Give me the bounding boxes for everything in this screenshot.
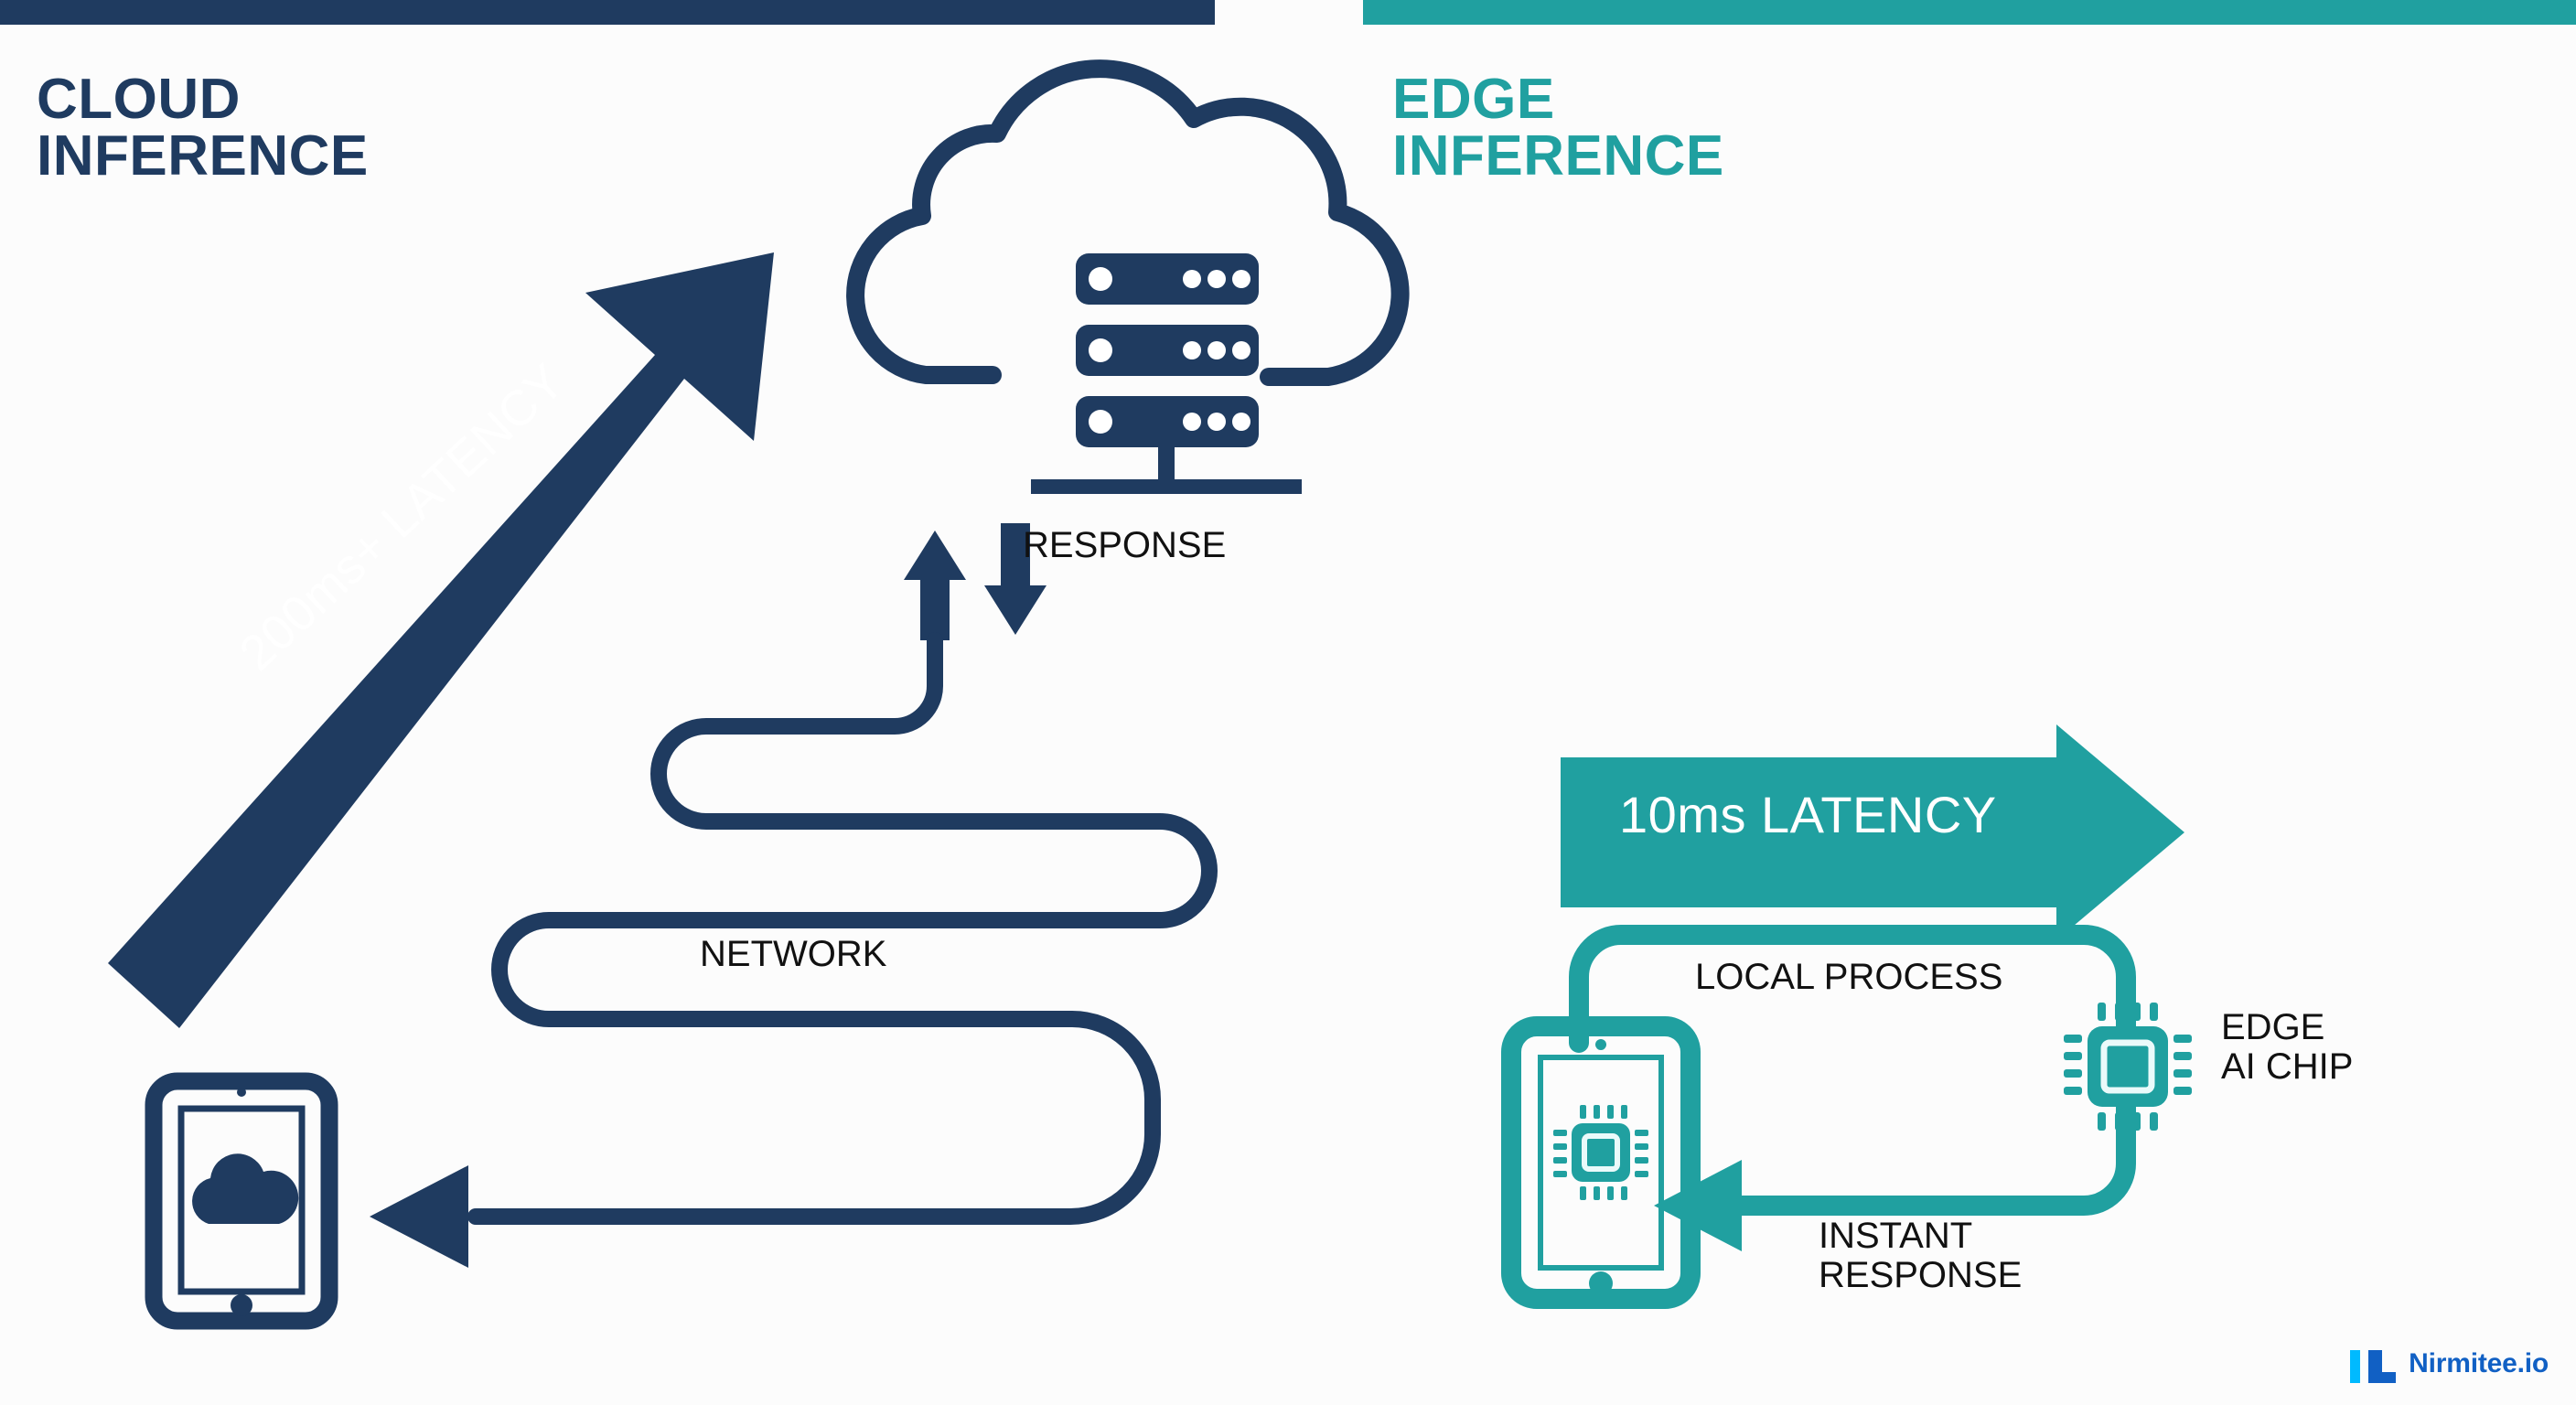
edge-panel-title: EDGE INFERENCE: [1392, 68, 1724, 188]
server-racks-icon: [1031, 253, 1302, 494]
cloud-latency-arrow-label: 200ms+ LATENCY: [229, 353, 575, 681]
edge-ai-chip-label: EDGE AI CHIP: [2221, 1007, 2354, 1088]
cloud-server-icon: [846, 59, 1410, 386]
network-label: NETWORK: [700, 934, 887, 974]
network-serpentine-path: [467, 632, 1218, 1225]
cloud-panel-accent-bar: [0, 0, 1215, 25]
nirmitee-logo-icon: [2350, 1350, 2397, 1383]
cloud-latency-arrow: [108, 252, 774, 1028]
brand-logo: Nirmitee.io: [2350, 1345, 2549, 1383]
tablet-with-chip-icon: [1501, 1016, 1701, 1309]
instant-response-label: INSTANT RESPONSE: [1819, 1216, 2023, 1296]
tablet-with-cloud-icon: [145, 1072, 338, 1330]
edge-ai-chip-icon: [2064, 1003, 2192, 1131]
brand-name: Nirmitee.io: [2409, 1348, 2549, 1378]
network-arrowhead-icon: [370, 1165, 468, 1268]
response-label: RESPONSE: [1023, 525, 1227, 565]
cloud-panel-title: CLOUD INFERENCE: [37, 68, 369, 188]
edge-latency-arrow-label: 10ms LATENCY: [1619, 786, 1997, 843]
local-process-label: LOCAL PROCESS: [1695, 957, 2003, 997]
edge-panel-accent-bar: [1363, 0, 2576, 25]
edge-return-arrowhead-icon: [1654, 1160, 1742, 1251]
